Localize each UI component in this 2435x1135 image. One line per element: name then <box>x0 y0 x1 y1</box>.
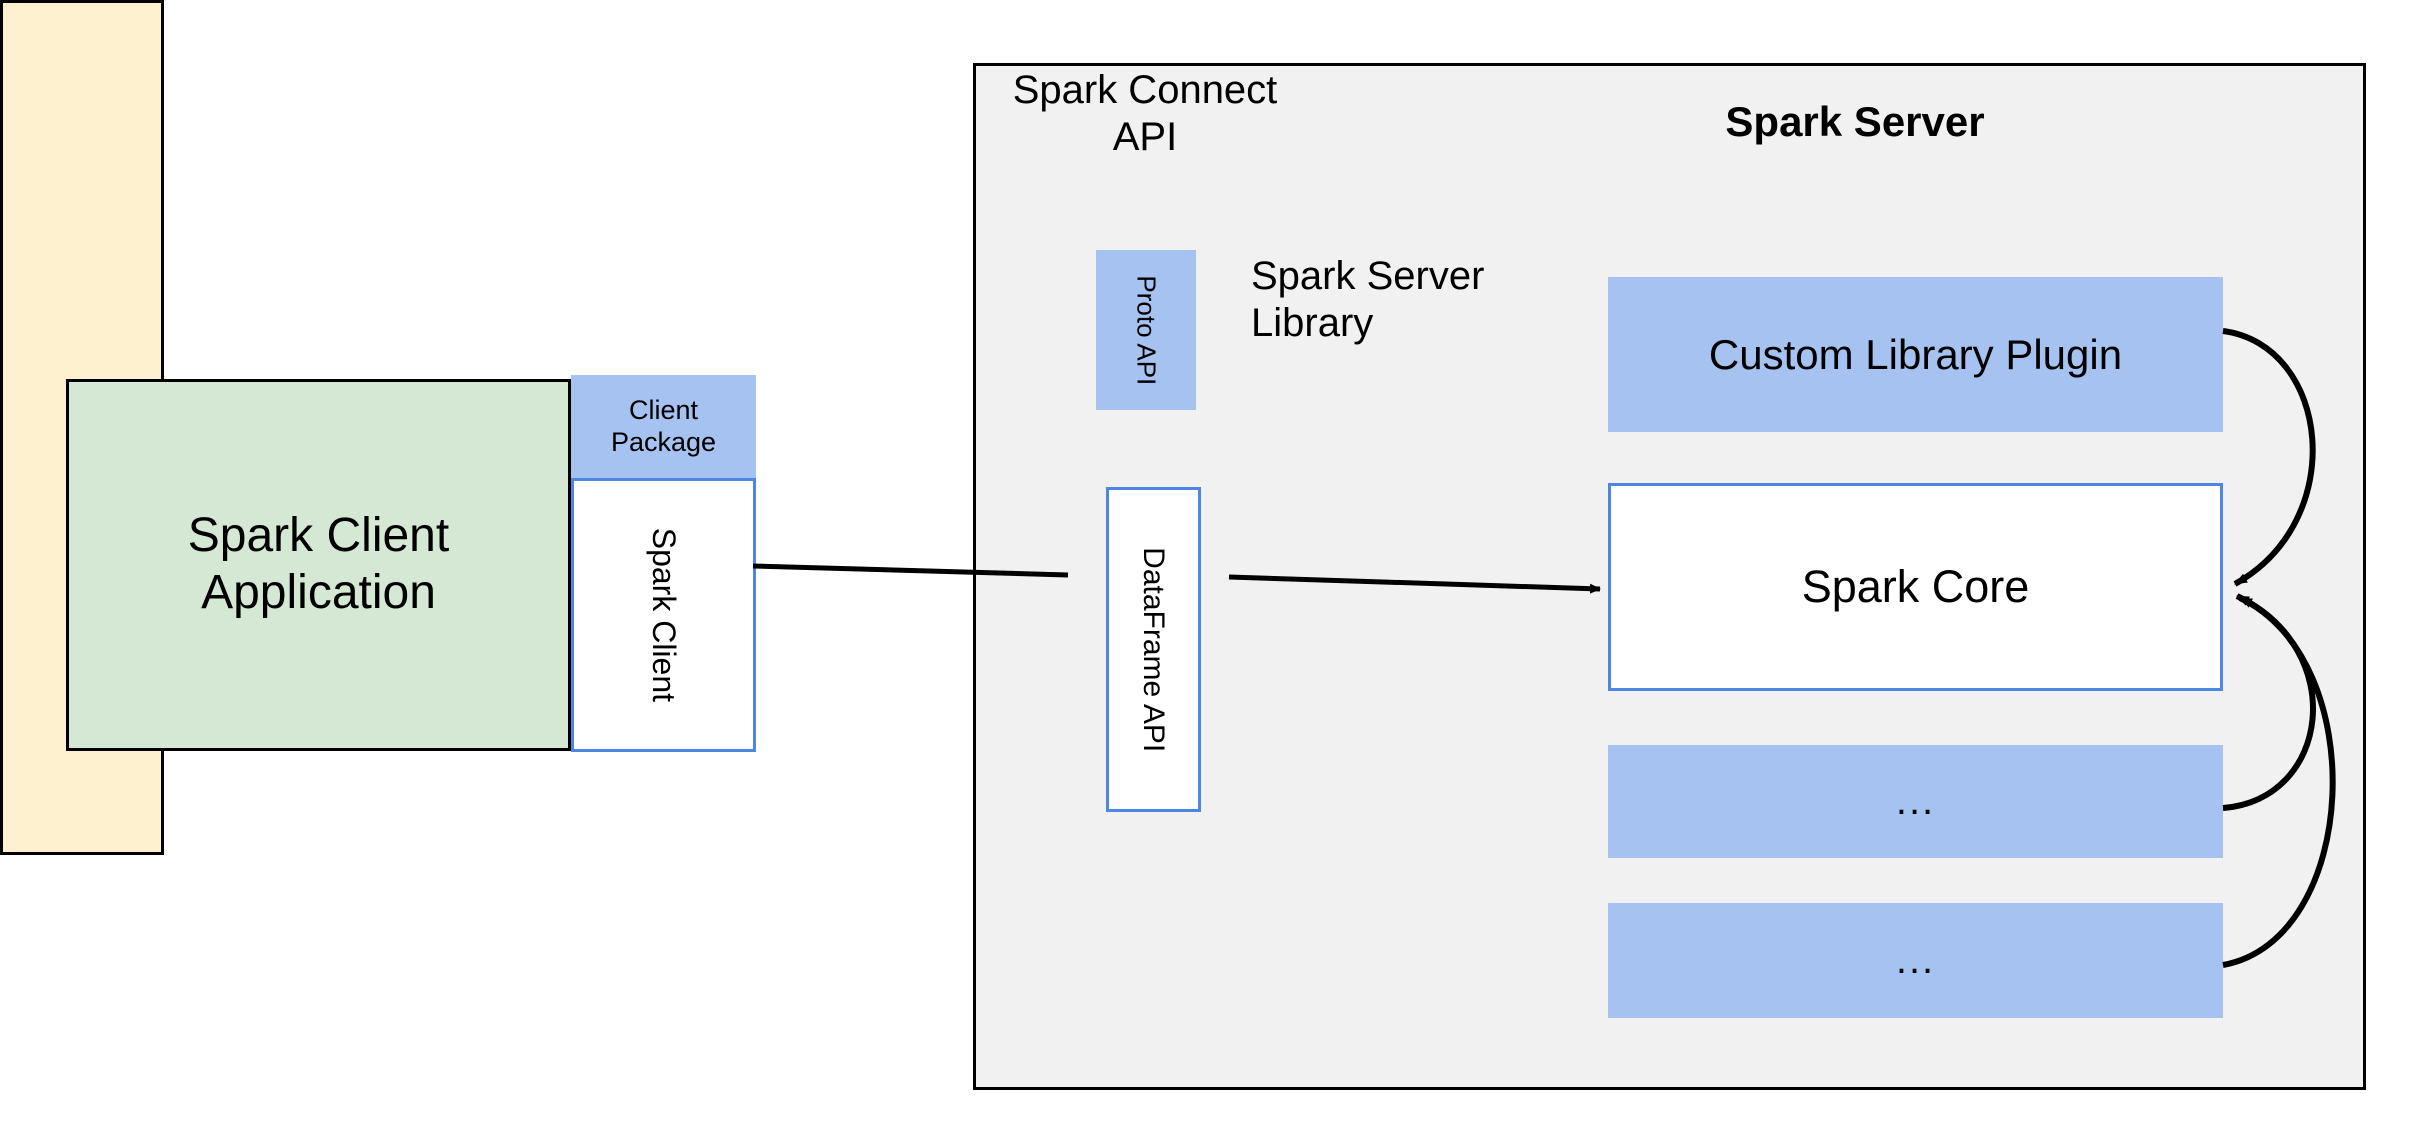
spark-client-application-label: Spark Client Application <box>187 509 450 619</box>
spark-server-library-label: Spark Server Library <box>1251 250 1551 350</box>
client-package-label: Client Package <box>610 394 717 457</box>
plugin-placeholder-label-2: ... <box>1895 937 1936 982</box>
custom-library-plugin-label: Custom Library Plugin <box>1708 330 2123 378</box>
spark-client-box: Spark Client <box>571 478 756 752</box>
plugin-placeholder-label-1: ... <box>1895 778 1936 823</box>
spark-client-application-box: Spark Client Application <box>66 379 571 751</box>
proto-api-label: Proto API <box>1131 275 1162 385</box>
proto-api-box: Proto API <box>1096 250 1196 410</box>
spark-connect-api-text: Spark Connect API <box>1012 67 1278 159</box>
spark-core-box: Spark Core <box>1608 483 2223 691</box>
dataframe-api-box: DataFrame API <box>1106 487 1201 812</box>
spark-connect-api-label: Spark Connect API <box>1000 66 1290 162</box>
spark-client-label: Spark Client <box>646 527 683 703</box>
plugin-placeholder-box-2: ... <box>1608 903 2223 1018</box>
spark-server-title-text: Spark Server <box>1725 98 1985 146</box>
spark-core-label: Spark Core <box>1801 561 2030 613</box>
dataframe-api-label: DataFrame API <box>1137 546 1171 753</box>
plugin-placeholder-box-1: ... <box>1608 745 2223 858</box>
spark-server-library-text: Spark Server Library <box>1251 253 1485 345</box>
spark-server-title: Spark Server <box>1660 95 2050 149</box>
client-package-box: Client Package <box>571 375 756 478</box>
custom-library-plugin-box: Custom Library Plugin <box>1608 277 2223 432</box>
